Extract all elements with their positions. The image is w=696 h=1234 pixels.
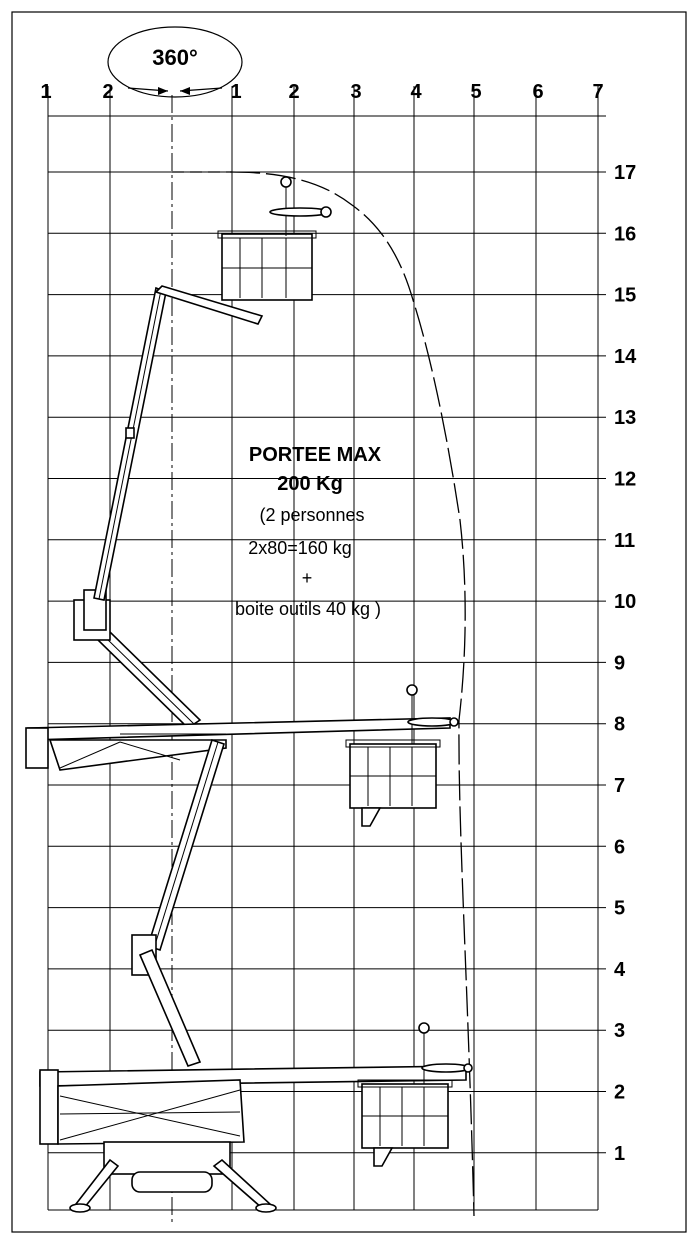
height-axis-label: 7 xyxy=(614,775,625,797)
height-axis-label: 14 xyxy=(614,346,637,368)
height-axis-label: 4 xyxy=(614,959,626,981)
height-axis-label: 17 xyxy=(614,162,636,184)
load-note-line2: 2x80=160 kg xyxy=(248,538,352,558)
height-axis-label: 10 xyxy=(614,591,636,613)
basket-stowed-hook xyxy=(418,1022,430,1034)
top-axis-right-label: 5 xyxy=(470,81,481,103)
stowed-boom xyxy=(39,1065,467,1087)
basket-stowed-rail xyxy=(357,1079,453,1088)
height-axis-label: 8 xyxy=(614,714,625,736)
top-axis-right-label: 7 xyxy=(592,81,603,103)
basket-raised-knob xyxy=(320,206,332,218)
end-block-mid xyxy=(25,727,49,769)
basket-mid-knob xyxy=(449,717,459,727)
height-axis-label: 15 xyxy=(614,285,636,307)
truss-mid xyxy=(48,739,227,771)
grid xyxy=(47,86,606,1211)
height-axis-label: 13 xyxy=(614,407,636,429)
jib-raised xyxy=(154,285,264,325)
stowed-arms-diag1 xyxy=(59,1089,241,1141)
basket-mid-light xyxy=(407,717,457,727)
truss-mid-diag2 xyxy=(119,741,181,761)
load-note-title: PORTEE MAX xyxy=(249,444,382,466)
rotation-indicator: 360° xyxy=(107,26,243,98)
basket-raised xyxy=(221,233,313,301)
rotation-label: 360° xyxy=(152,45,198,70)
height-axis-labels: 17 16 15 14 13 12 11 10 9 8 7 6 5 4 3 2 1 xyxy=(614,162,637,1165)
basket-raised-hook xyxy=(280,176,292,188)
rotation-arrowhead-left xyxy=(158,87,168,95)
track xyxy=(131,1171,213,1193)
top-axis-right-labels: 1 2 3 4 5 6 7 xyxy=(230,81,603,103)
height-axis-label: 1 xyxy=(614,1143,625,1165)
basket-mid-hook xyxy=(406,684,418,696)
load-note-capacity: 200 Kg xyxy=(277,473,343,495)
height-axis-label: 5 xyxy=(614,898,625,920)
load-note-line4: boite outils 40 kg ) xyxy=(235,599,381,619)
height-axis-label: 11 xyxy=(614,530,635,552)
top-axis-left-label: 2 xyxy=(102,81,113,103)
lower-arm-raised-inner xyxy=(103,635,195,725)
boom-horizontal-position xyxy=(25,684,459,1067)
load-note-line3: + xyxy=(302,568,313,588)
load-note: PORTEE MAX 200 Kg (2 personnes 2x80=160 … xyxy=(235,444,382,619)
truss-mid-diag1 xyxy=(59,741,121,769)
horizontal-boom-mid xyxy=(27,717,451,741)
outrigger-left xyxy=(74,1158,120,1210)
height-axis-label: 3 xyxy=(614,1020,625,1042)
basket-mid-rail xyxy=(345,739,441,748)
outrigger-right-foot xyxy=(255,1203,277,1213)
rotation-ellipse xyxy=(107,26,243,98)
stowed-arms-mid xyxy=(59,1111,241,1115)
top-axis-right-label: 2 xyxy=(288,81,299,103)
rotation-arrowhead-right xyxy=(180,87,190,95)
lower-arm-mid xyxy=(138,948,202,1067)
working-envelope xyxy=(229,171,475,1217)
boom-stowed-position xyxy=(39,1022,473,1213)
boom-collar-raised xyxy=(125,427,135,439)
height-axis-label: 9 xyxy=(614,652,625,674)
height-axis-label: 12 xyxy=(614,469,636,491)
height-axis-label: 2 xyxy=(614,1082,625,1104)
basket-stowed-knob xyxy=(463,1063,473,1073)
diagram-frame xyxy=(11,11,687,1233)
top-axis-left-label: 1 xyxy=(40,81,51,103)
outrigger-right xyxy=(212,1158,272,1209)
basket-stowed-bracket xyxy=(373,1147,394,1167)
telescopic-boom-raised-inner xyxy=(98,289,162,600)
top-axis-right-label: 6 xyxy=(532,81,543,103)
basket-raised-rail xyxy=(217,230,317,239)
stowed-arms-diag2 xyxy=(59,1095,241,1137)
top-axis-right-label: 1 xyxy=(230,81,241,103)
boom-raised-position xyxy=(73,176,332,730)
upper-arm-mid-inner xyxy=(153,741,219,949)
basket-stowed-light xyxy=(421,1063,471,1073)
load-note-line1: (2 personnes xyxy=(259,505,364,525)
outrigger-left-foot xyxy=(69,1203,91,1213)
end-block-stowed xyxy=(39,1069,59,1145)
chassis xyxy=(103,1141,231,1175)
height-axis-label: 16 xyxy=(614,223,636,245)
basket-mid-bracket xyxy=(361,807,382,827)
top-axis-right-label: 3 xyxy=(350,81,361,103)
height-axis-label: 6 xyxy=(614,836,625,858)
top-axis-right-label: 4 xyxy=(410,81,422,103)
